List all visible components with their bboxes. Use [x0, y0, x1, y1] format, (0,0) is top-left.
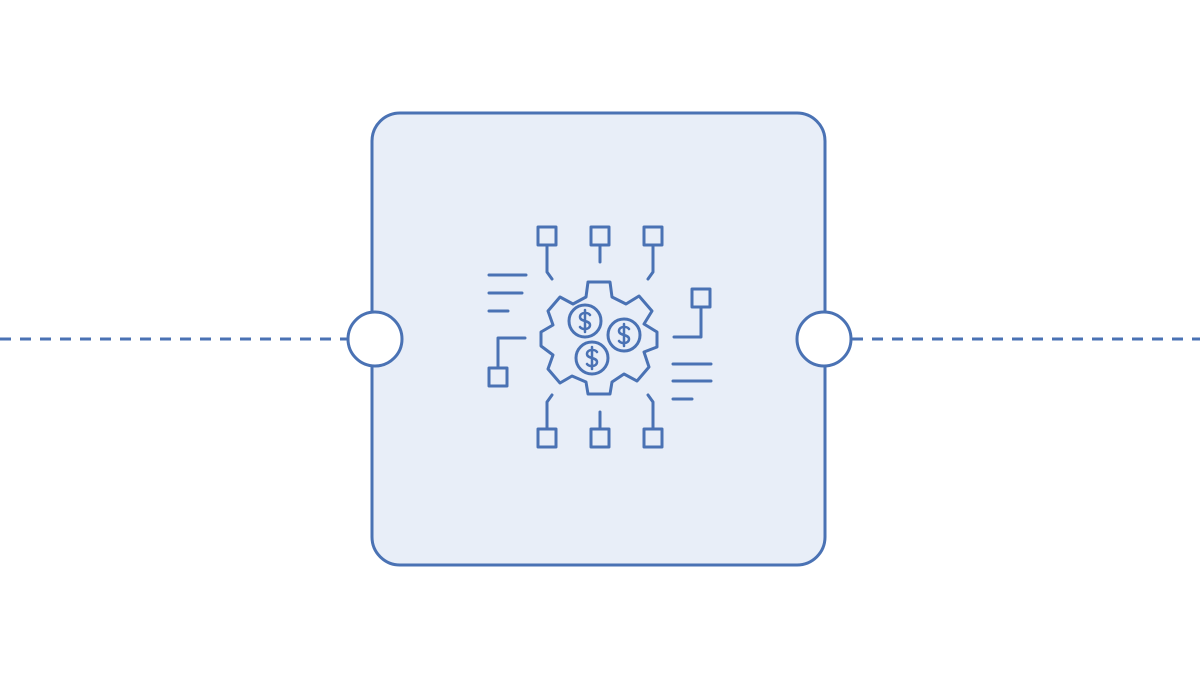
gear-icon [539, 280, 659, 396]
circuit-right [671, 287, 713, 401]
financial-gear-circuit-icon [487, 225, 713, 449]
text-lines-icon [671, 362, 713, 401]
output-port[interactable] [795, 310, 853, 368]
circuit-nodes-top [536, 225, 664, 281]
dollar-coin-icon [567, 303, 603, 339]
dollar-coin-icon [606, 317, 642, 353]
text-lines-icon [487, 273, 528, 313]
input-port[interactable] [346, 310, 404, 368]
circuit-node-icon [487, 366, 509, 388]
circuit-left [487, 273, 528, 388]
dollar-coin-icon [574, 340, 610, 376]
circuit-nodes-bottom [536, 393, 664, 449]
